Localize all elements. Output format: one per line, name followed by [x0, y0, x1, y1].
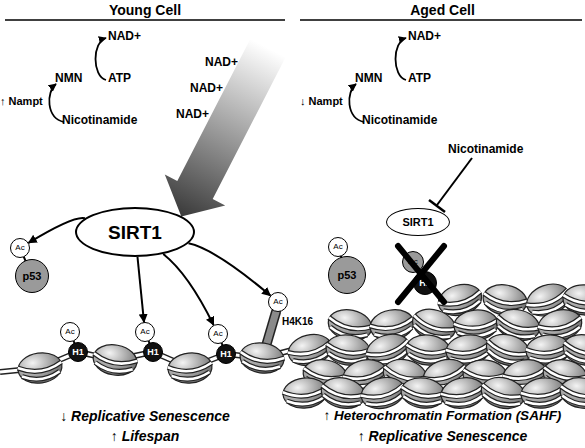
metabolite-label: NAD+	[176, 108, 209, 122]
node-text: Ac	[273, 298, 282, 306]
outcome-text: ↑ Heterochromatin Formation (SAHF)	[300, 408, 585, 424]
node-text: p53	[338, 270, 357, 281]
deacetylation-arrow	[137, 257, 144, 322]
node-text: H1	[419, 279, 431, 288]
cycle-arrow	[49, 84, 64, 122]
node-text: Ac	[65, 328, 74, 336]
inhibition-line	[437, 158, 472, 205]
histone-h1: H1	[68, 342, 88, 362]
metabolite-label: ATP	[108, 72, 131, 86]
cycle-arrow	[96, 38, 107, 80]
node-text: Ac	[140, 328, 149, 336]
metabolite-label: NMN	[55, 72, 82, 86]
node-text: Ac	[15, 244, 24, 252]
enzyme-label: ↑ Nampt	[0, 95, 43, 108]
nucleosome	[167, 351, 214, 385]
node-text: Ac	[408, 258, 417, 266]
nucleosome	[358, 373, 408, 413]
outcome-text: ↑ Replicative Senescence	[300, 428, 585, 444]
acetyl-group: Ac	[60, 322, 80, 342]
metabolite-label: NAD+	[190, 82, 223, 96]
cross-mark	[398, 246, 444, 302]
acetyl-group: Ac	[268, 292, 288, 312]
node-text: SIRT1	[402, 217, 433, 228]
metabolite-label: Nicotinamide	[362, 114, 437, 128]
nucleosome	[478, 373, 528, 413]
deacetylation-arrow	[188, 243, 270, 295]
nucleosome	[91, 341, 140, 378]
acetyl-group: Ac	[135, 322, 155, 342]
histone-tail	[266, 312, 276, 346]
outcome-text: ↑ Lifespan	[0, 428, 290, 444]
node-text: H1	[72, 348, 84, 357]
cycle-arrow	[396, 38, 407, 80]
node-text: H1	[147, 348, 159, 357]
nucleosome	[439, 374, 488, 411]
sirt1-enzyme: SIRT1	[386, 208, 450, 236]
outcome-text: ↓ Replicative Senescence	[0, 408, 290, 424]
panel-header: Young Cell	[0, 2, 290, 18]
metabolite-label: ATP	[408, 72, 431, 86]
sirt1-enzyme: SIRT1	[75, 207, 195, 257]
histone-h1: H1	[143, 342, 163, 362]
nucleosome	[16, 350, 64, 386]
nucleosome	[238, 340, 286, 376]
header-rule	[300, 19, 582, 21]
acetyl-group: Ac	[10, 238, 30, 258]
metabolite-label: NMN	[355, 72, 382, 86]
node-text: Ac	[333, 243, 342, 251]
p53-protein: p53	[328, 256, 366, 294]
deacetylation-arrow	[163, 254, 213, 325]
cycle-arrow	[349, 84, 364, 122]
node-text: SIRT1	[108, 223, 162, 242]
histone-label: H4K16	[282, 316, 313, 328]
metabolite-label: Nicotinamide	[62, 114, 137, 128]
histone-h1: H1	[216, 344, 236, 364]
p53-protein: p53	[15, 259, 49, 293]
header-rule	[5, 19, 285, 21]
cross-mark	[398, 246, 444, 302]
metabolite-label: NAD+	[205, 56, 238, 70]
acetyl-group: Ac	[402, 251, 424, 273]
nucleosome	[399, 375, 447, 411]
node-text: p53	[23, 271, 42, 282]
nad-flux-arrow	[165, 39, 286, 217]
node-text: H1	[220, 350, 232, 359]
inhibitor-label: Nicotinamide	[448, 143, 523, 157]
nucleosome	[558, 374, 585, 411]
histone-tail	[266, 312, 276, 346]
panel-header: Aged Cell	[300, 2, 585, 18]
node-text: Ac	[213, 330, 222, 338]
histone-h1: H1	[413, 271, 437, 295]
enzyme-label: ↓ Nampt	[300, 95, 343, 108]
metabolite-label: NAD+	[108, 30, 141, 44]
acetyl-group: Ac	[328, 237, 348, 257]
metabolite-label: NAD+	[408, 30, 441, 44]
acetyl-group: Ac	[208, 324, 228, 344]
nucleosome	[318, 374, 367, 412]
